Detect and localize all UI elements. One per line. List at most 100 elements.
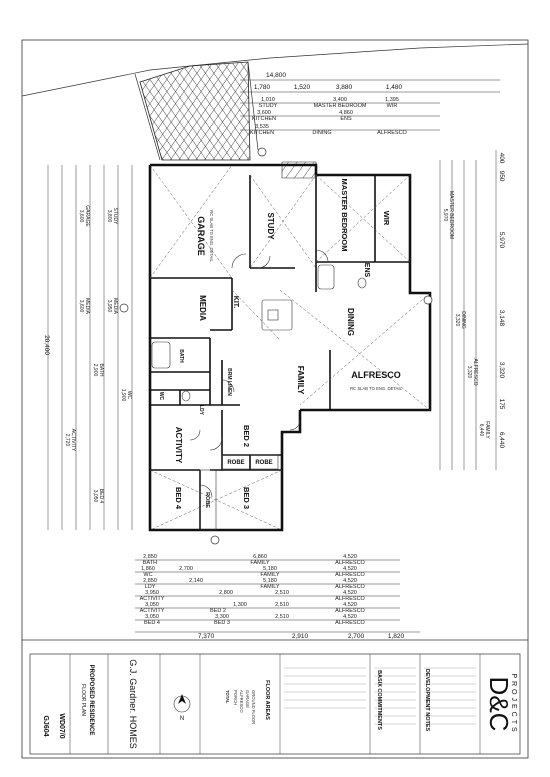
top-dim-row-1: 1,780 1,520 3,880 1,480 [254,84,403,91]
svg-text:1,520: 1,520 [294,84,311,91]
svg-text:6,440: 6,440 [498,432,505,449]
svg-text:2,800: 2,800 [219,590,233,596]
room-wc: WC [158,392,164,401]
svg-text:ACTIVITY: ACTIVITY [70,429,76,452]
left-dimensions [47,165,133,530]
room-media: MEDIA [198,295,207,321]
builder-name: G.J. Gardner. HOMES [128,659,138,749]
svg-text:MASTER BEDROOM: MASTER BEDROOM [314,103,367,109]
top-dimensions [240,79,500,131]
room-robe-2: ROBE [255,460,272,466]
svg-text:ACTIVITY: ACTIVITY [140,596,165,602]
top-dim-row-3: 3,600 KITCHEN 4,860 ENS [252,110,353,122]
top-overall-dim: 14,800 [266,72,286,79]
svg-text:7,370: 7,370 [198,633,215,640]
svg-text:BED 4: BED 4 [144,620,160,626]
svg-text:FAMILY: FAMILY [484,421,490,439]
drawing-number: WD07/0 [58,713,65,738]
svg-text:1,900: 1,900 [120,389,126,402]
room-robe-3: ROBE [204,492,210,508]
floor-areas-title: FLOOR AREAS [264,680,270,720]
svg-text:WC: WC [143,572,152,578]
room-activity: ACTIVITY [174,427,183,464]
sheet-border [21,39,529,759]
svg-text:3,880: 3,880 [336,84,353,91]
svg-text:3,950: 3,950 [106,300,112,313]
bottom-dim-row-1: 2,850 BATH 6,860 FAMILY 4,520 ALFRESCO [143,554,366,566]
svg-text:MASTER BEDROOM: MASTER BEDROOM [448,191,454,239]
svg-text:WIR: WIR [387,103,398,109]
svg-text:KITCHEN: KITCHEN [252,116,276,122]
basix-commitments-title: BASIX COMMITMENTS [376,670,382,730]
room-master-bedroom: MASTER BEDROOM [340,179,349,252]
svg-text:MEDIA: MEDIA [112,298,118,315]
svg-text:ALFRESCO: ALFRESCO [377,130,407,136]
north-label: N [180,716,184,722]
svg-text:BATH: BATH [98,364,104,377]
driveway-hatch [139,61,251,161]
right-dim-labels: 5,970 MASTER BEDROOM 3,320 DINING 3,320 … [442,153,505,449]
svg-text:3,050: 3,050 [145,614,159,620]
svg-text:DINING: DINING [312,130,331,136]
bottom-dim-row-2: 1,860 WC 2,700 5,180 FAMILY 4,520 ALFRES… [141,566,365,578]
svg-text:3,800: 3,800 [106,210,112,223]
svg-text:4,520: 4,520 [343,566,357,572]
svg-text:1,820: 1,820 [388,633,405,640]
house-outline [148,163,432,532]
svg-text:1,395: 1,395 [385,97,399,103]
room-bed-2: BED 2 [242,425,251,447]
svg-text:3,050: 3,050 [145,602,159,608]
room-ldy: LDY [198,405,204,416]
sheet-name: FLOOR PLAN [80,684,86,716]
alfresco-note: RC SLAB TO ENG. DETAIL [350,386,402,391]
interior-walls [150,175,410,530]
room-garage: GARAGE [196,216,206,256]
svg-text:5,180: 5,180 [263,578,277,584]
brand-logo-text: D&C [484,677,514,732]
svg-text:2,700: 2,700 [348,633,365,640]
svg-text:1,010: 1,010 [261,97,275,103]
bottom-dimensions [135,559,420,633]
svg-text:GARAGE: GARAGE [84,205,90,227]
svg-text:6,440: 6,440 [478,424,484,437]
svg-text:2,850: 2,850 [143,554,157,560]
svg-text:ALFRESCO: ALFRESCO [335,596,365,602]
svg-text:2,510: 2,510 [275,614,289,620]
svg-text:5,970: 5,970 [498,232,505,249]
svg-text:3,600: 3,600 [257,110,271,116]
bottom-dim-row-3: 2,850 LDY 2,140 5,180 FAMILY 4,520 ALFRE… [143,578,365,590]
room-dining: DINING [346,308,355,336]
svg-text:3,050: 3,050 [92,490,98,503]
svg-text:2,720: 2,720 [64,434,70,447]
svg-text:3,950: 3,950 [145,590,159,596]
room-labels: GARAGE RC SLAB TO ENG. DETAIL STUDY MAST… [158,179,402,510]
svg-text:LDY: LDY [145,584,156,590]
svg-text:3,320: 3,320 [454,314,460,327]
svg-text:3,320: 3,320 [498,362,505,379]
top-dim-row-4: 3,535 KITCHEN DINING ALFRESCO [250,124,408,136]
svg-text:FAMILY: FAMILY [250,560,269,566]
svg-text:6,860: 6,860 [253,554,267,560]
svg-text:TOTAL: TOTAL [225,690,230,704]
top-dim-row-2: 1,010 STUDY 3,400 MASTER BEDROOM 1,395 W… [259,97,399,109]
svg-text:MEDIA: MEDIA [84,298,90,315]
bottom-dim-row-6: 3,050 BED 4 3,300 BED 3 2,510 4,520 ALFR… [144,614,365,626]
bottom-dim-row-4: 3,950 ACTIVITY 2,800 2,510 4,520 ALFRESC… [140,590,366,602]
svg-text:STUDY: STUDY [112,208,118,226]
fixtures [151,264,367,531]
svg-text:3,300: 3,300 [215,614,229,620]
svg-text:3,320: 3,320 [466,366,472,379]
room-family: FAMILY [296,366,305,395]
svg-text:175: 175 [498,399,505,410]
right-dimensions [439,150,497,470]
svg-text:2,510: 2,510 [275,602,289,608]
svg-text:ENS: ENS [340,116,352,122]
svg-text:2,140: 2,140 [189,578,203,584]
svg-text:3,400: 3,400 [333,97,347,103]
svg-text:PORCH: PORCH [233,690,238,705]
svg-text:1,480: 1,480 [386,84,403,91]
svg-text:400: 400 [498,153,505,164]
svg-text:ACTIVITY: ACTIVITY [140,608,165,614]
svg-text:FAMILY: FAMILY [260,584,279,590]
section-markers [119,147,433,545]
